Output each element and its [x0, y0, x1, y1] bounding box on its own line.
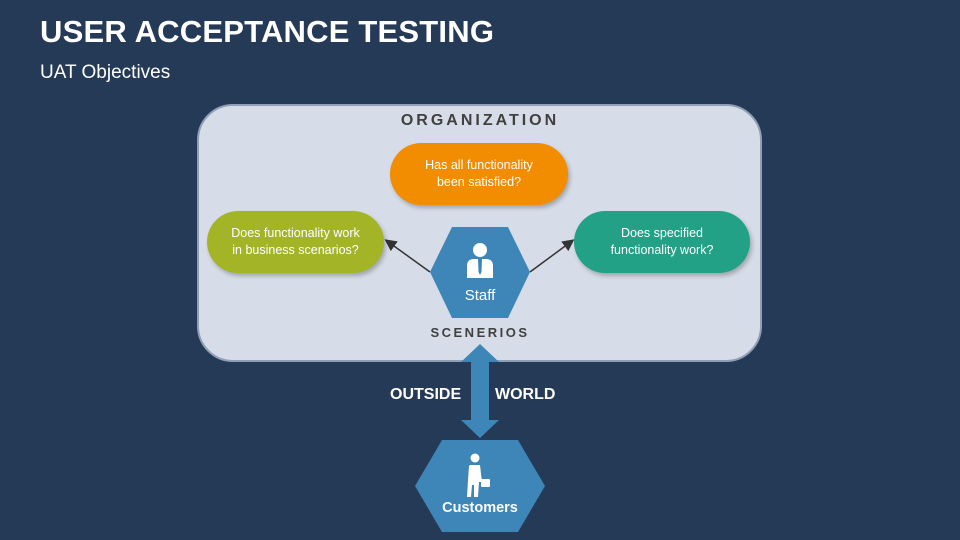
arrow-staff-to-left — [384, 239, 431, 273]
objective-right-text: Does specified functionality work? — [610, 226, 714, 257]
customers-hexagon — [415, 440, 545, 532]
customer-person-icon — [467, 453, 490, 497]
objective-left-text: Does functionality work in business scen… — [231, 226, 360, 257]
scenarios-label: SCENERIOS — [430, 325, 530, 340]
slide-title: USER ACCEPTANCE TESTING — [40, 14, 495, 49]
objective-all-functionality-satisfied: Has all functionality been satisfied? — [390, 143, 568, 205]
arrow-staff-to-right — [529, 239, 575, 273]
objective-top-text: Has all functionality been satisfied? — [425, 158, 533, 189]
organization-label: ORGANIZATION — [400, 112, 560, 129]
world-label: WORLD — [495, 386, 556, 403]
outside-label: OUTSIDE — [390, 386, 462, 403]
staff-label: Staff — [464, 287, 496, 304]
objective-specified-functionality: Does specified functionality work? — [574, 211, 750, 273]
outside-world-double-arrow — [461, 344, 499, 438]
slide-subtitle: UAT Objectives — [40, 62, 171, 83]
objective-business-scenarios: Does functionality work in business scen… — [207, 211, 384, 273]
staff-person-icon — [467, 243, 493, 278]
customers-label: Customers — [442, 500, 518, 516]
